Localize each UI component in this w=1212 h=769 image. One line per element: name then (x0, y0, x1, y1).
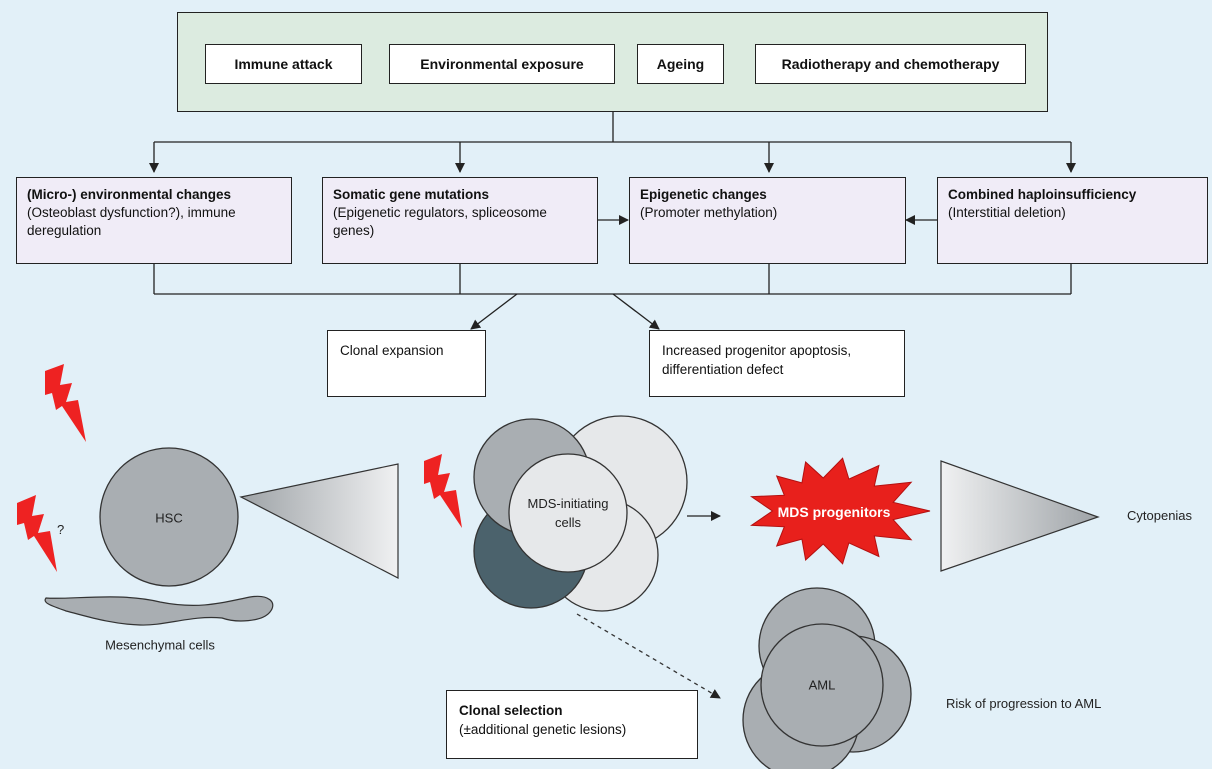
outcome-connectors (153, 263, 1072, 330)
mechanism-detail: (Osteoblast dysfunction?), immune deregu… (27, 205, 236, 238)
mechanism-title: Somatic gene mutations (333, 187, 490, 202)
aml-progression-arrow (576, 613, 721, 699)
mds-progenitors-starburst (749, 457, 931, 565)
lightning-bolt-icon (424, 454, 462, 528)
outcome-clonal-expansion: Clonal expansion (327, 330, 486, 397)
cytopenias-label: Cytopenias (1127, 508, 1193, 523)
lightning-bolt-icon (45, 364, 86, 442)
question-mark-label: ? (57, 522, 65, 537)
cytopenias-triangle (940, 460, 1100, 572)
expansion-triangle (239, 463, 399, 579)
clonal-selection-detail: (±additional genetic lesions) (459, 722, 627, 737)
hsc-cell (99, 447, 239, 587)
mechanism-detail: (Epigenetic regulators, spliceosome gene… (333, 205, 547, 238)
mds-initiating-cluster (473, 415, 688, 612)
mechanism-somatic-mutations: Somatic gene mutations (Epigenetic regul… (322, 177, 598, 264)
mechanism-detail: (Promoter methylation) (640, 205, 778, 220)
mechanism-title: Combined haploinsufficiency (948, 187, 1137, 202)
outcome-progenitor-apoptosis: Increased progenitor apoptosis, differen… (649, 330, 905, 397)
cause-connectors (149, 112, 1076, 173)
mechanism-haploinsufficiency: Combined haploinsufficiency (Interstitia… (937, 177, 1208, 264)
hsc-label: HSC (155, 510, 183, 526)
cause-immune-attack: Immune attack (205, 44, 362, 84)
mechanism-epigenetic-changes: Epigenetic changes (Promoter methylation… (629, 177, 906, 264)
clonal-selection-title: Clonal selection (459, 703, 563, 718)
lightning-bolts (17, 364, 462, 572)
mds-progenitors-label: MDS progenitors (777, 504, 891, 520)
clonal-selection-box: Clonal selection (±additional genetic le… (446, 690, 698, 759)
mechanism-detail: (Interstitial deletion) (948, 205, 1066, 220)
mechanism-title: (Micro-) environmental changes (27, 187, 232, 202)
aml-label: AML (808, 677, 836, 693)
mechanism-title: Epigenetic changes (640, 187, 767, 202)
cause-radiotherapy-chemotherapy: Radiotherapy and chemotherapy (755, 44, 1026, 84)
cause-ageing: Ageing (637, 44, 724, 84)
lightning-bolt-icon (17, 495, 57, 572)
aml-risk-label: Risk of progression to AML (946, 696, 1102, 711)
mechanism-environmental-changes: (Micro-) environmental changes (Osteobla… (16, 177, 292, 264)
mesenchymal-label: Mesenchymal cells (105, 637, 215, 653)
aml-cluster (742, 587, 912, 769)
mds-initiating-label: MDS-initiating cells (527, 496, 609, 530)
mesenchymal-cell-shape (44, 595, 274, 626)
cause-environmental-exposure: Environmental exposure (389, 44, 615, 84)
